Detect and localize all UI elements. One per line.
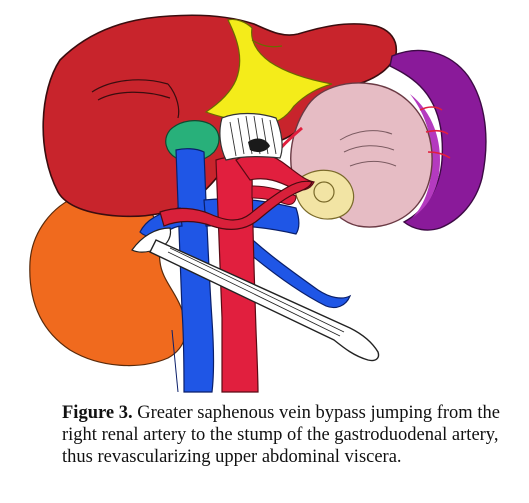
spleen-inner <box>410 94 440 218</box>
spleen-icon <box>389 49 487 231</box>
stomach-fold-line <box>339 130 393 141</box>
figure-caption: Figure 3. Greater saphenous vein bypass … <box>62 402 524 468</box>
mesenteric-vein <box>237 226 352 309</box>
liver-fissure-line <box>167 83 180 119</box>
anatomical-illustration <box>29 14 487 393</box>
stomach-fold-line <box>343 145 395 153</box>
stump-ring <box>313 181 335 203</box>
scalpel-handle-line <box>167 251 341 337</box>
figure-label: Figure 3. <box>62 403 133 423</box>
liver-fissure-line <box>97 91 171 101</box>
caption-text: Greater saphenous vein bypass jumping fr… <box>62 403 500 467</box>
scalpel-handle-line <box>169 247 345 333</box>
ligament-line <box>251 39 283 48</box>
scalpel-handle <box>149 239 380 362</box>
esophageal-hiatus <box>248 138 270 153</box>
splenic-vessel-marks <box>419 106 451 159</box>
saphenous-vein-bypass <box>159 180 313 230</box>
liver-fissure-line <box>91 79 169 93</box>
ureter-line <box>171 329 179 393</box>
scalpel-icon <box>131 227 380 362</box>
stomach-fold-line <box>349 161 397 167</box>
